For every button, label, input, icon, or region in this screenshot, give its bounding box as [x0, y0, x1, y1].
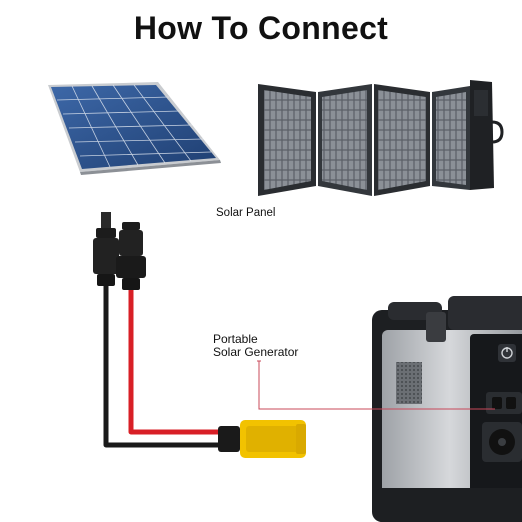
mc4-connector-female: [116, 222, 146, 290]
generator-label: Portable Solar Generator: [213, 333, 298, 359]
folding-solar-panel: [258, 80, 504, 196]
rigid-solar-panel: [48, 82, 221, 175]
solar-cable: [103, 283, 224, 448]
xt60-connector: [218, 420, 306, 458]
page-title: How To Connect: [133, 10, 389, 46]
portable-generator: [372, 296, 522, 522]
generator-label-line-2: Solar Generator: [213, 345, 299, 359]
solar-panel-label: Solar Panel: [216, 207, 276, 219]
generator-label-line-1: Portable: [213, 332, 258, 346]
leader-line: [258, 361, 495, 410]
mc4-connector-male: [93, 212, 119, 286]
